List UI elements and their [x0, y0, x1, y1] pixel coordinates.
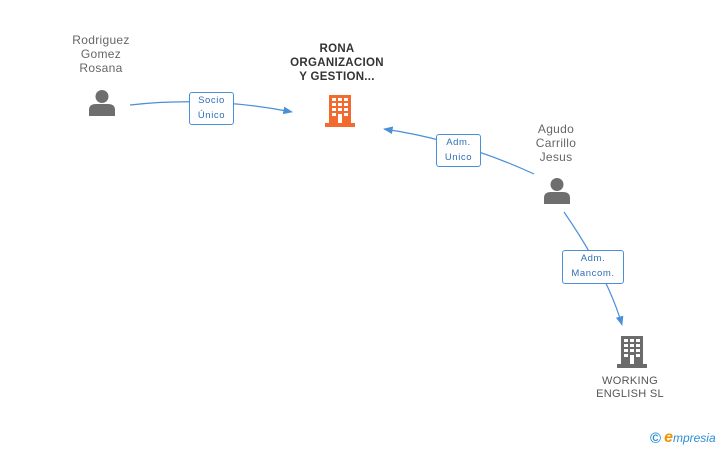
edge-label-line: Mancom. [571, 268, 615, 279]
company-name-line: ENGLISH SL [596, 388, 664, 400]
person-icon[interactable] [543, 176, 571, 204]
edge-label-adm-unico[interactable]: Adm. Unico [436, 134, 481, 167]
company-label-working[interactable]: WORKING ENGLISH SL [582, 375, 678, 401]
person-icon[interactable] [88, 88, 116, 116]
edge-label-adm-mancom[interactable]: Adm. Mancom. [562, 250, 624, 284]
person-name-line: Carrillo [535, 136, 577, 150]
edge-label-line: Adm. [446, 137, 471, 148]
person-label-rodriguez[interactable]: Rodriguez Gomez Rosana [55, 33, 147, 75]
building-icon[interactable] [324, 93, 356, 127]
person-name-line: Gomez [80, 47, 122, 61]
building-icon[interactable] [616, 334, 648, 368]
edge-label-socio-unico[interactable]: Socio Único [189, 92, 234, 125]
edge-label-line: Socio [198, 95, 225, 106]
edge-label-line: Adm. [580, 253, 606, 264]
edge-label-line: Unico [444, 152, 473, 163]
company-name-line: RONA [319, 43, 355, 55]
person-name-line: Rosana [79, 61, 123, 75]
person-name-line: Jesus [539, 150, 573, 164]
company-name-line: ORGANIZACION [290, 57, 384, 69]
brand-wordmark: empresia [664, 429, 716, 447]
edge-label-line: Único [197, 110, 226, 121]
company-label-rona[interactable]: RONA ORGANIZACION Y GESTION... [283, 42, 391, 84]
person-name-line: Rodriguez [72, 33, 130, 47]
brand-rest: mpresia [672, 431, 716, 445]
person-name-line: Agudo [537, 122, 575, 136]
person-label-agudo[interactable]: Agudo Carrillo Jesus [515, 122, 597, 164]
company-name-line: WORKING [602, 375, 658, 387]
brand-initial: e [664, 429, 673, 446]
company-name-line: Y GESTION... [299, 71, 375, 83]
copyright-icon: © [650, 429, 662, 447]
empresia-logo: © empresia [650, 428, 716, 448]
